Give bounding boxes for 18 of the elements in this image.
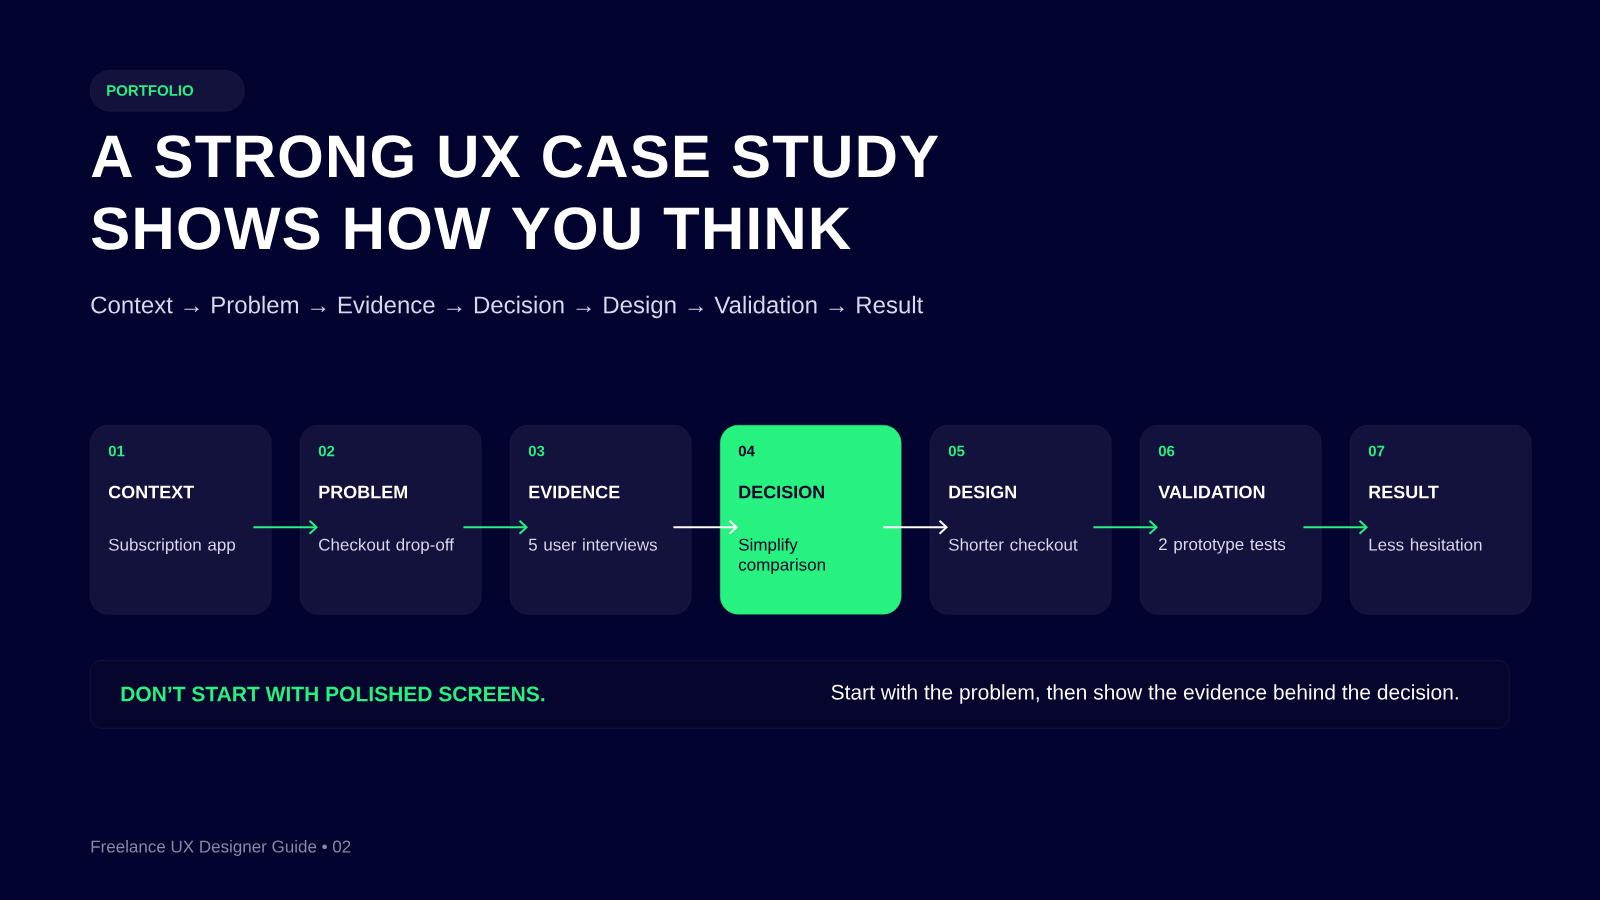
arrow — [672, 519, 738, 535]
arrow — [462, 519, 528, 535]
arrow — [1302, 519, 1368, 535]
arrow — [882, 519, 948, 535]
step-card: 07 RESULT Less hesitation — [1350, 425, 1532, 615]
step-card: 03 EVIDENCE 5 user interviews — [510, 425, 692, 615]
title: A STRONG UX CASE STUDY SHOWS HOW YOU THINK — [91, 135, 939, 250]
tag-pill: PORTFOLIO — [90, 70, 245, 112]
subtitle: Context → Problem → Evidence → Decision → Design → Validation → Result — [91, 295, 924, 319]
step-card: 02 PROBLEM Checkout drop-off — [300, 425, 482, 615]
callout-bar: DON’T START WITH POLISHED SCREENS. Start with the problem, then show the evidence behind the decision. — [90, 660, 1510, 729]
arrow — [252, 519, 318, 535]
arrow — [1092, 519, 1158, 535]
step-card: 01 CONTEXT Subscription app — [90, 425, 272, 615]
step-card: 06 VALIDATION 2 prototype tests — [1140, 425, 1322, 615]
step-card: 05 DESIGN Shorter checkout — [930, 425, 1112, 615]
footer-text: Freelance UX Designer Guide • 02 — [91, 840, 351, 856]
step-card: 04 DECISION Simplify comparison — [720, 425, 902, 615]
